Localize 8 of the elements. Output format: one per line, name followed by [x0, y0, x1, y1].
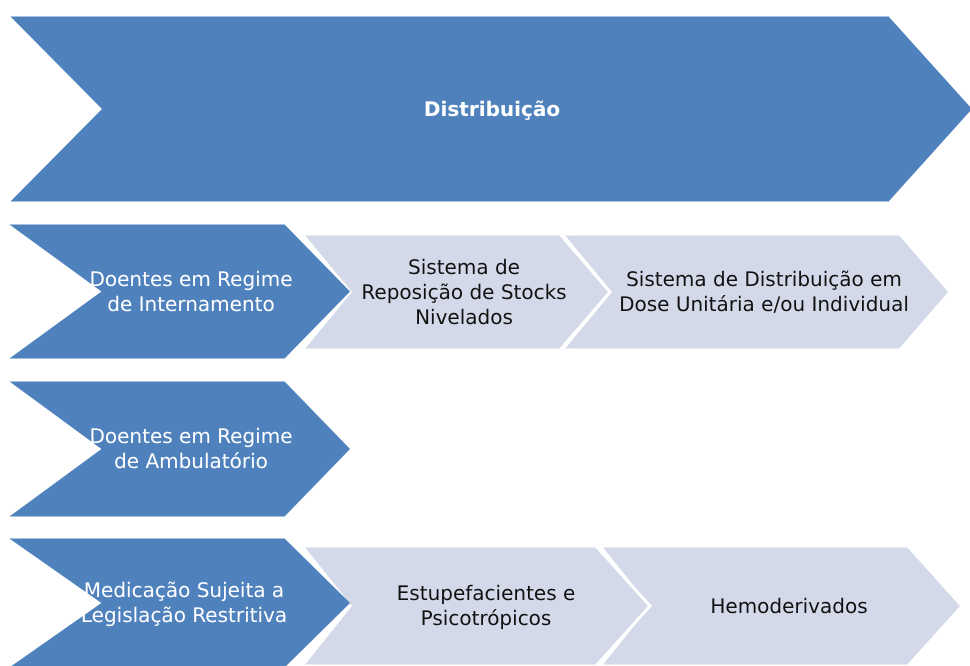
step-label: Hemoderivados: [710, 594, 868, 618]
step-label: Distribuição: [424, 96, 560, 122]
step-label: Sistema de Reposição de Stocks Nivelados: [360, 254, 568, 330]
step-label: Estupefacientes e Psicotrópicos: [396, 581, 576, 631]
step-label: Doentes em Regime de Internamento: [88, 266, 294, 316]
step-label: Sistema de Distribuição em Dose Unitária e/ou Individual: [618, 267, 910, 317]
step-label: Medicação Sujeita a Legislação Restritiva: [80, 578, 288, 628]
step-label: Doentes em Regime de Ambulatório: [88, 424, 294, 474]
